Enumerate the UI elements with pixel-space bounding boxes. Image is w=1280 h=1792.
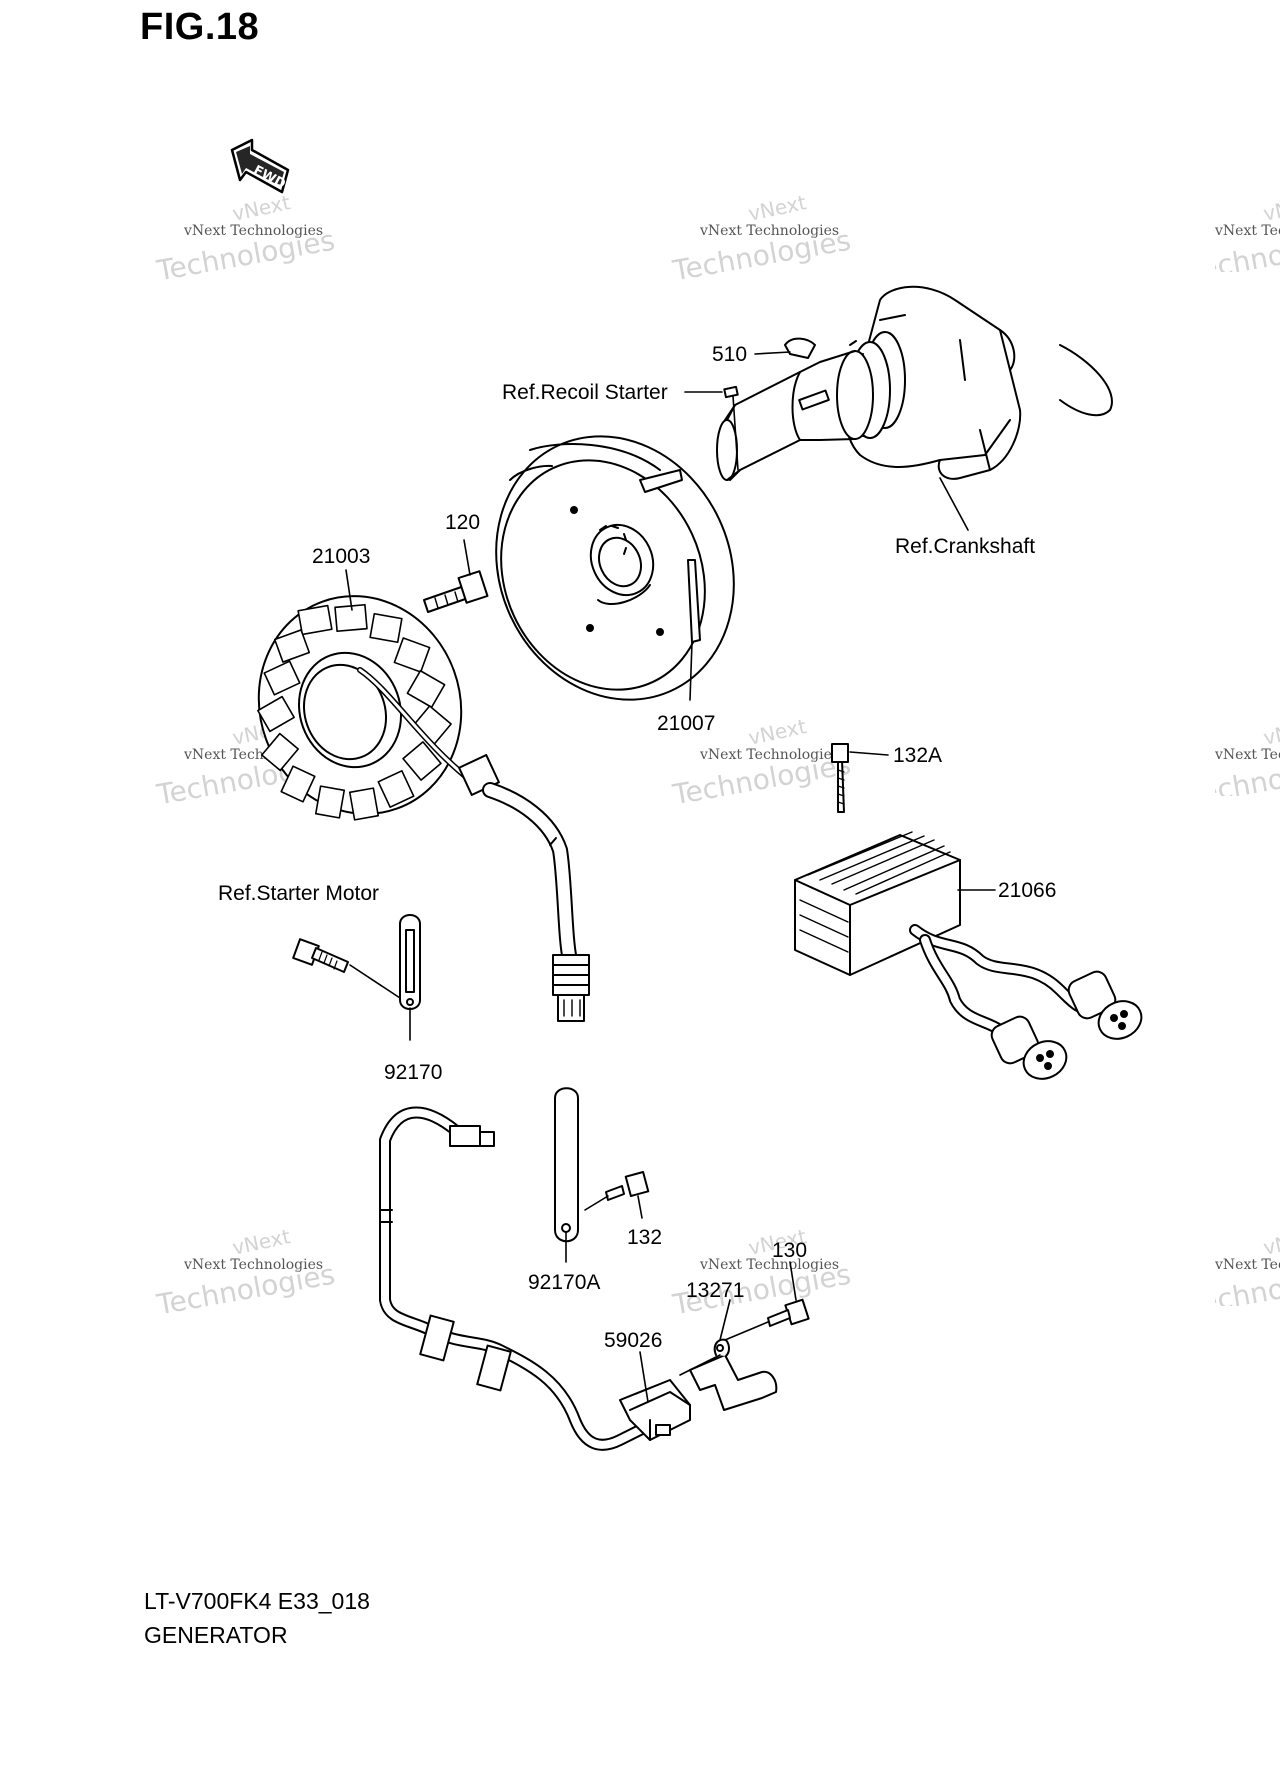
label-ref-starter-motor: Ref.Starter Motor <box>218 882 380 905</box>
bolt-132 <box>605 1171 650 1201</box>
model-code: LT-V700FK4 E33_018 <box>144 1588 370 1614</box>
clamp-92170 <box>292 914 421 1010</box>
label-part-120: 120 <box>445 511 481 534</box>
label-part-59026: 59026 <box>604 1329 663 1352</box>
label-part-132: 132 <box>627 1226 663 1249</box>
figure-title: FIG.18 <box>140 6 260 48</box>
label-ref-crankshaft: Ref.Crankshaft <box>895 535 1036 558</box>
regulator-rectifier <box>794 743 1143 1080</box>
label-part-132A: 132A <box>893 744 943 767</box>
pickup-coil-harness <box>379 1106 810 1451</box>
label-ref-recoil-starter: Ref.Recoil Starter <box>502 381 668 404</box>
label-part-130: 130 <box>772 1239 808 1262</box>
crankshaft <box>716 285 1113 481</box>
section-name: GENERATOR <box>144 1622 288 1648</box>
label-part-21003: 21003 <box>312 545 371 568</box>
rotor-flywheel <box>495 435 735 701</box>
bolt-120 <box>423 570 489 613</box>
leader-lines <box>345 351 996 1403</box>
label-part-21066: 21066 <box>998 879 1057 902</box>
label-part-13271: 13271 <box>686 1279 745 1302</box>
label-part-92170A: 92170A <box>528 1271 601 1294</box>
clamp-92170A <box>554 1087 579 1243</box>
stator <box>257 595 590 1022</box>
label-part-21007: 21007 <box>657 712 716 735</box>
fwd-arrow-icon: FWD <box>230 138 290 194</box>
label-part-92170: 92170 <box>384 1061 443 1084</box>
label-part-510: 510 <box>712 343 748 366</box>
